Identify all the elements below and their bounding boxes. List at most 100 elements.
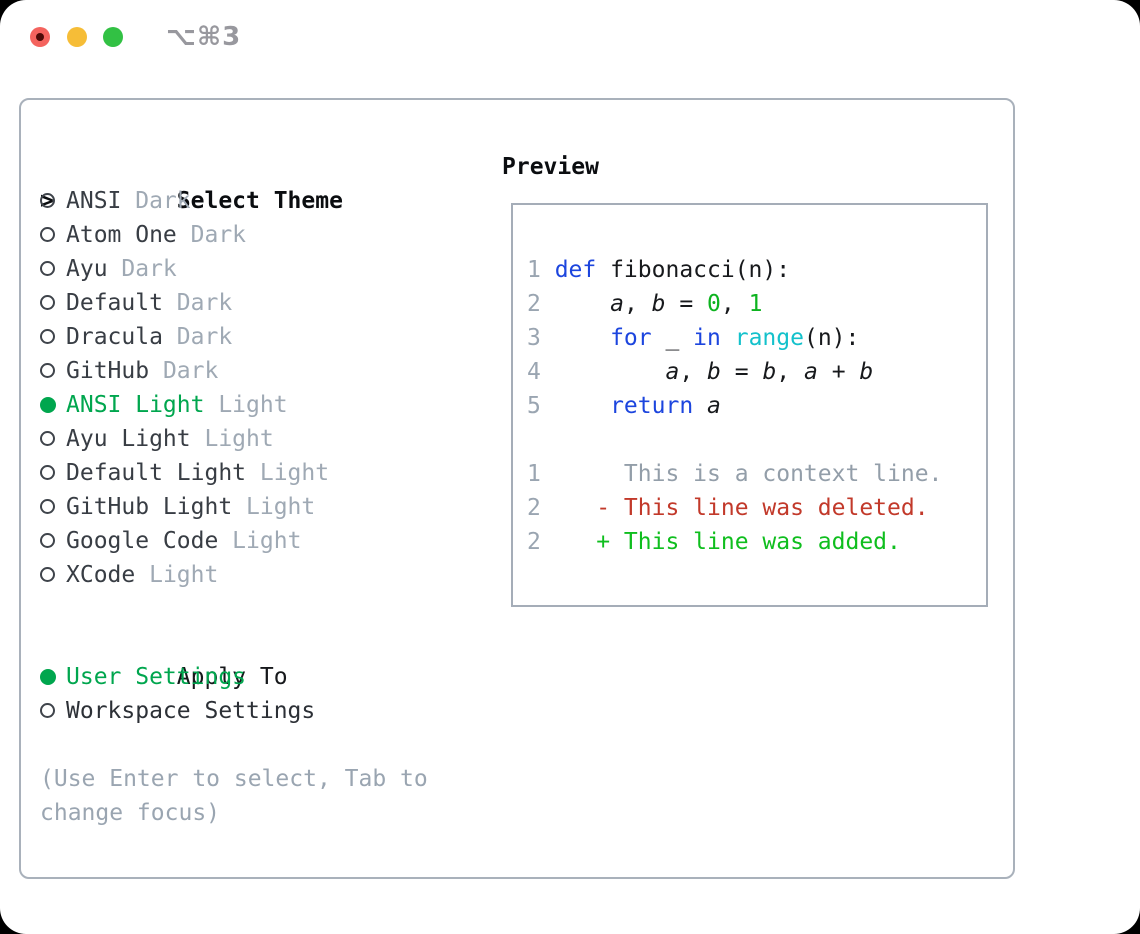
code-token: This is a context line. <box>554 461 943 487</box>
code-token <box>555 393 610 419</box>
code-token: a <box>665 359 680 385</box>
code-line: 5 return a <box>527 389 942 423</box>
apply-option-label: User Settings <box>66 664 247 690</box>
minimize-button-icon[interactable] <box>67 27 87 47</box>
line-number: 5 <box>527 393 541 419</box>
line-number: 1 <box>527 257 541 283</box>
theme-variant: Dark <box>121 188 191 214</box>
zoom-button-icon[interactable] <box>103 27 123 47</box>
theme-option-ayu[interactable]: Ayu Dark <box>40 252 428 286</box>
theme-name: ANSI Light <box>66 392 205 418</box>
theme-name: Ayu <box>66 256 108 282</box>
code-token: a <box>707 393 721 419</box>
code-token <box>721 325 735 351</box>
radio-unselected-icon[interactable] <box>40 703 55 718</box>
theme-option-xcode[interactable]: XCode Light <box>40 558 428 592</box>
theme-variant: Dark <box>149 358 219 384</box>
code-token: b <box>762 359 777 385</box>
radio-unselected-icon[interactable] <box>40 329 55 344</box>
theme-variant: Light <box>218 528 302 554</box>
line-number: 2 <box>527 529 541 555</box>
apply-option-label: Workspace Settings <box>66 698 316 724</box>
code-token: a <box>804 359 818 385</box>
radio-selected-icon[interactable] <box>40 397 56 413</box>
close-button-icon[interactable] <box>30 27 50 47</box>
theme-name: Default Light <box>66 460 247 486</box>
theme-variant: Dark <box>176 222 247 248</box>
code-token: + <box>817 359 860 385</box>
code-token <box>555 495 597 521</box>
hint-text: (Use Enter to select, Tab to change focu… <box>40 766 428 826</box>
theme-option-ayu-light[interactable]: Ayu Light Light <box>40 422 428 456</box>
code-token <box>555 529 597 555</box>
theme-variant: Dark <box>107 256 177 282</box>
code-token <box>693 393 707 419</box>
radio-unselected-icon[interactable] <box>40 363 55 378</box>
theme-option-google-code[interactable]: Google Code Light <box>40 524 428 558</box>
code-token <box>555 291 610 317</box>
radio-unselected-icon[interactable] <box>40 431 55 446</box>
theme-variant: Dark <box>162 324 233 350</box>
theme-option-ansi[interactable]: ANSI Dark <box>40 184 428 218</box>
select-theme-header: >Select Theme <box>40 150 428 214</box>
code-token: = <box>720 359 763 385</box>
theme-name: Default <box>66 290 163 316</box>
line-number: 4 <box>527 359 541 385</box>
code-token: in <box>693 325 721 351</box>
theme-name: XCode <box>66 562 136 588</box>
line-number: 2 <box>527 495 541 521</box>
code-token: 0 <box>707 291 721 317</box>
radio-unselected-icon[interactable] <box>40 261 55 276</box>
code-token: 1 <box>748 291 763 317</box>
radio-unselected-icon[interactable] <box>40 533 55 548</box>
theme-option-atom-one[interactable]: Atom One Dark <box>40 218 428 252</box>
theme-option-dracula[interactable]: Dracula Dark <box>40 320 428 354</box>
theme-name: Ayu Light <box>66 426 191 452</box>
radio-unselected-icon[interactable] <box>40 499 55 514</box>
radio-unselected-icon[interactable] <box>40 465 55 480</box>
code-line: 1 This is a context line. <box>527 457 942 491</box>
apply-to-header: Apply To <box>40 626 428 690</box>
code-line: 3 for _ in range(n): <box>527 321 942 355</box>
apply-option-workspace-settings[interactable]: Workspace Settings <box>40 694 428 728</box>
theme-variant: Light <box>204 392 288 418</box>
apply-option-user-settings[interactable]: User Settings <box>40 660 428 694</box>
radio-unselected-icon[interactable] <box>40 567 55 582</box>
code-token: for <box>610 325 652 351</box>
code-token <box>555 359 666 385</box>
code-line: 2 + This line was added. <box>527 525 942 559</box>
code-token: a <box>610 291 624 317</box>
radio-unselected-icon[interactable] <box>40 227 55 242</box>
theme-option-github[interactable]: GitHub Dark <box>40 354 428 388</box>
theme-name: GitHub Light <box>66 494 233 520</box>
spacer <box>40 592 428 626</box>
code-token: return <box>610 393 694 419</box>
theme-option-ansi-light[interactable]: ANSI Light Light <box>40 388 428 422</box>
code-token: (n): <box>803 325 860 351</box>
theme-option-default-light[interactable]: Default Light Light <box>40 456 428 490</box>
radio-selected-icon[interactable] <box>40 669 56 685</box>
theme-option-default[interactable]: Default Dark <box>40 286 428 320</box>
code-token: range <box>734 325 804 351</box>
code-token: , <box>776 359 804 385</box>
window-title: ⌥⌘3 <box>166 22 242 52</box>
code-token: , <box>623 291 652 317</box>
code-token: , <box>679 359 708 385</box>
radio-unselected-icon[interactable] <box>40 193 55 208</box>
theme-option-github-light[interactable]: GitHub Light Light <box>40 490 428 524</box>
line-number: 3 <box>527 325 541 351</box>
theme-name: ANSI <box>66 188 122 214</box>
theme-name: Atom One <box>66 222 177 248</box>
theme-name: GitHub <box>66 358 150 384</box>
theme-name: Google Code <box>66 528 219 554</box>
radio-unselected-icon[interactable] <box>40 295 55 310</box>
theme-variant: Dark <box>162 290 233 316</box>
code-token: b <box>859 359 874 385</box>
line-number: 1 <box>527 461 541 487</box>
